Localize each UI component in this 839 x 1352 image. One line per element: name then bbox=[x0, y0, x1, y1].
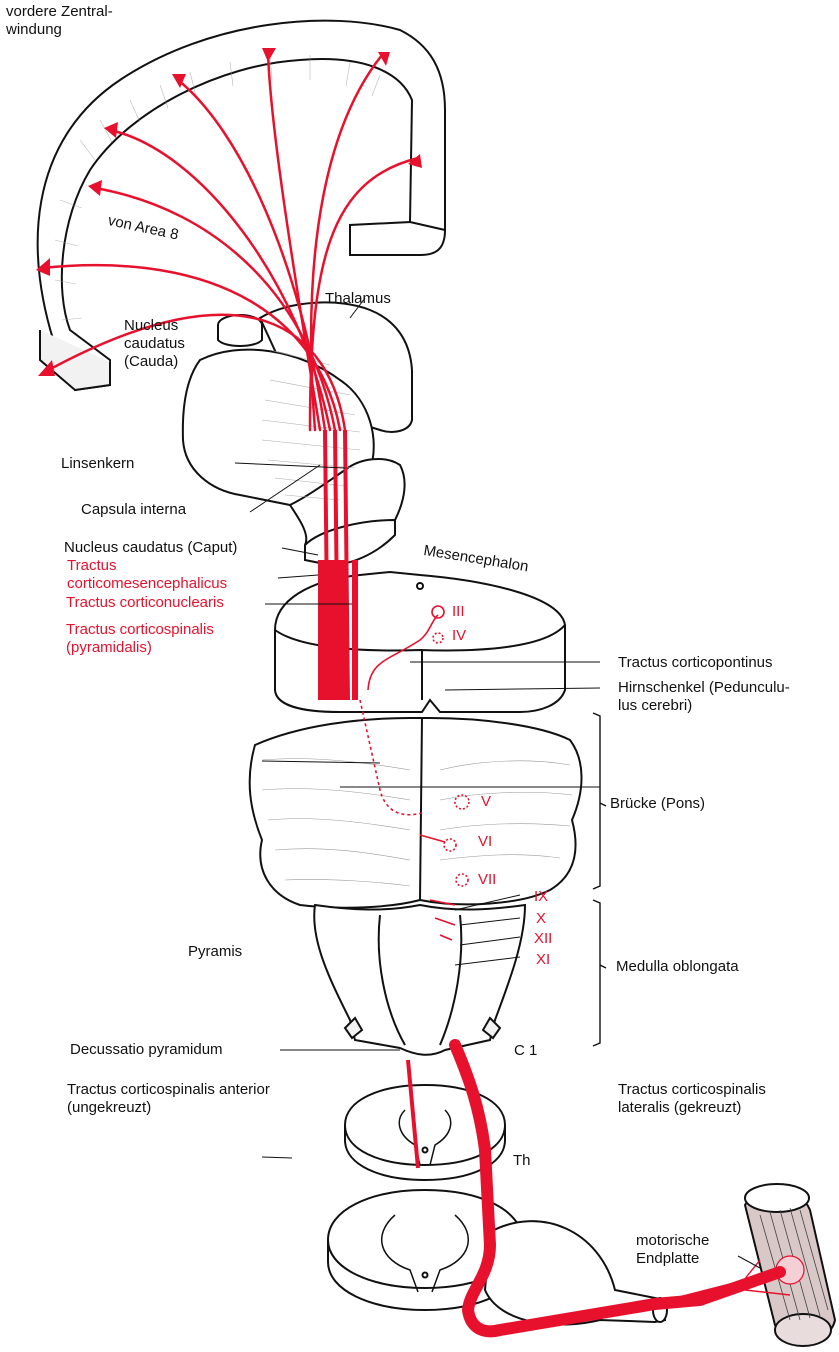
label-nucleus-caudatus-caput: Nucleus caudatus (Caput) bbox=[64, 539, 237, 557]
label-th: Th bbox=[513, 1152, 531, 1170]
label-tractus-corticospinalis-lateralis: Tractus corticospinalis lateralis (gekre… bbox=[618, 1081, 766, 1117]
muscle-fiber bbox=[745, 1184, 835, 1346]
label-nucleus-vi: VI bbox=[478, 833, 492, 851]
label-medulla-oblongata: Medulla oblongata bbox=[616, 958, 739, 976]
label-tractus-corticonuclearis: Tractus corticonuclearis bbox=[66, 594, 224, 612]
label-endplatte-line1: motorische bbox=[636, 1232, 709, 1250]
brackets bbox=[593, 713, 606, 1046]
label-nucleus-vii: VII bbox=[478, 871, 496, 889]
label-nucleus-caudatus-cauda: Nucleus caudatus (Cauda) bbox=[124, 317, 185, 371]
label-endplatte-line2: Endplatte bbox=[636, 1250, 709, 1268]
label-tcsa-line2: (ungekreuzt) bbox=[67, 1099, 270, 1117]
medulla-block bbox=[314, 905, 525, 1055]
label-hirnschenkel: Hirnschenkel (Pedunculu- lus cerebri) bbox=[618, 679, 790, 715]
label-vordere-zentralwindung: vordere Zentral- windung bbox=[6, 3, 113, 39]
label-nucleus-xii: XII bbox=[534, 930, 552, 948]
label-motorische-endplatte: motorische Endplatte bbox=[636, 1232, 709, 1268]
label-tcsl-line1: Tractus corticospinalis bbox=[618, 1081, 766, 1099]
label-tractus-corticospinalis: Tractus corticospinalis (pyramidalis) bbox=[66, 621, 214, 657]
label-tractus-corticopontinus: Tractus corticopontinus bbox=[618, 654, 773, 672]
label-tcsa-line1: Tractus corticospinalis anterior bbox=[67, 1081, 270, 1099]
spinal-segment-lumbar bbox=[328, 1190, 667, 1325]
label-vordere-zentralwindung-line1: vordere Zentral- bbox=[6, 3, 113, 21]
label-tractus-corticomesencephalicus: Tractus corticomesencephalicus bbox=[67, 557, 227, 593]
label-pyramis: Pyramis bbox=[188, 943, 242, 961]
label-nucleus-iv: IV bbox=[452, 627, 466, 645]
label-vordere-zentralwindung-line2: windung bbox=[6, 21, 113, 39]
label-nc-cauda-line1: Nucleus bbox=[124, 317, 185, 335]
label-capsula-interna: Capsula interna bbox=[81, 501, 186, 519]
label-nucleus-ix: IX bbox=[534, 888, 548, 906]
label-c1: C 1 bbox=[514, 1042, 537, 1060]
tract-corticonuclearis-band bbox=[352, 560, 358, 700]
label-nc-cauda-line3: (Cauda) bbox=[124, 353, 185, 371]
label-hirnschenkel-line2: lus cerebri) bbox=[618, 697, 790, 715]
label-hirnschenkel-line1: Hirnschenkel (Pedunculu- bbox=[618, 679, 790, 697]
label-nucleus-x: X bbox=[536, 910, 546, 928]
label-nucleus-iii: III bbox=[452, 603, 465, 621]
tract-corticospinalis-thick bbox=[318, 560, 348, 700]
label-linsenkern: Linsenkern bbox=[61, 455, 134, 473]
label-tcm-line1: Tractus bbox=[67, 557, 227, 575]
label-tcsl-line2: lateralis (gekreuzt) bbox=[618, 1099, 766, 1117]
label-tcs-line1: Tractus corticospinalis bbox=[66, 621, 214, 639]
label-nc-cauda-line2: caudatus bbox=[124, 335, 185, 353]
label-nucleus-v: V bbox=[481, 793, 491, 811]
label-tractus-corticospinalis-anterior: Tractus corticospinalis anterior (ungekr… bbox=[67, 1081, 270, 1117]
label-decussatio-pyramidum: Decussatio pyramidum bbox=[70, 1041, 223, 1059]
label-thalamus: Thalamus bbox=[325, 290, 391, 308]
label-tcs-line2: (pyramidalis) bbox=[66, 639, 214, 657]
label-nucleus-xi: XI bbox=[536, 951, 550, 969]
basal-ganglia-block bbox=[183, 302, 412, 565]
label-tcm-line2: corticomesencephalicus bbox=[67, 575, 227, 593]
label-bruecke-pons: Brücke (Pons) bbox=[610, 795, 705, 813]
